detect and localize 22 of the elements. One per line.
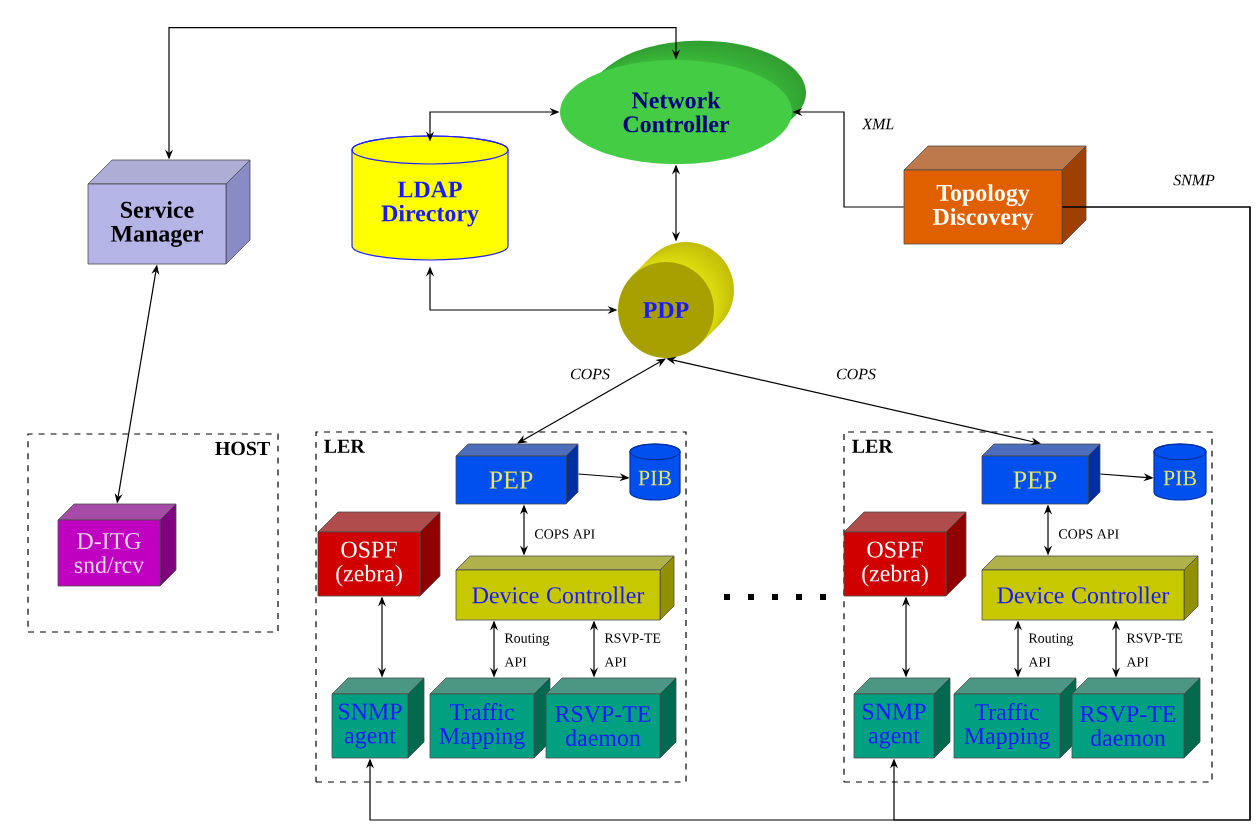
block-box: Device Controller bbox=[455, 555, 675, 621]
block-box: Topology Discovery bbox=[903, 145, 1087, 245]
block-box: Device Controller bbox=[981, 555, 1199, 621]
ellipse-node: Network Controller bbox=[560, 40, 806, 164]
block-box: RSVP-TE daemon bbox=[1071, 677, 1201, 759]
drum-node: PDP bbox=[618, 242, 734, 358]
arrow bbox=[889, 206, 1251, 821]
block-box: PEP bbox=[981, 443, 1101, 505]
database-cylinder: PIB bbox=[629, 443, 681, 501]
block-box: PEP bbox=[455, 443, 579, 505]
block-box: RSVP-TE daemon bbox=[545, 677, 677, 759]
block-box: OSPF (zebra) bbox=[317, 511, 441, 597]
block-box: OSPF (zebra) bbox=[843, 511, 967, 597]
arrow bbox=[517, 358, 666, 444]
block-box: SNMP agent bbox=[331, 677, 425, 759]
block-box: D-ITG snd/rcv bbox=[57, 503, 177, 587]
block-box: Traffic Mapping bbox=[429, 677, 551, 759]
block-box: Traffic Mapping bbox=[953, 677, 1077, 759]
block-box: SNMP agent bbox=[853, 677, 951, 759]
database-cylinder: PIB bbox=[1153, 443, 1207, 501]
block-box: Service Manager bbox=[87, 159, 251, 265]
database-cylinder: LDAP Directory bbox=[351, 135, 509, 261]
